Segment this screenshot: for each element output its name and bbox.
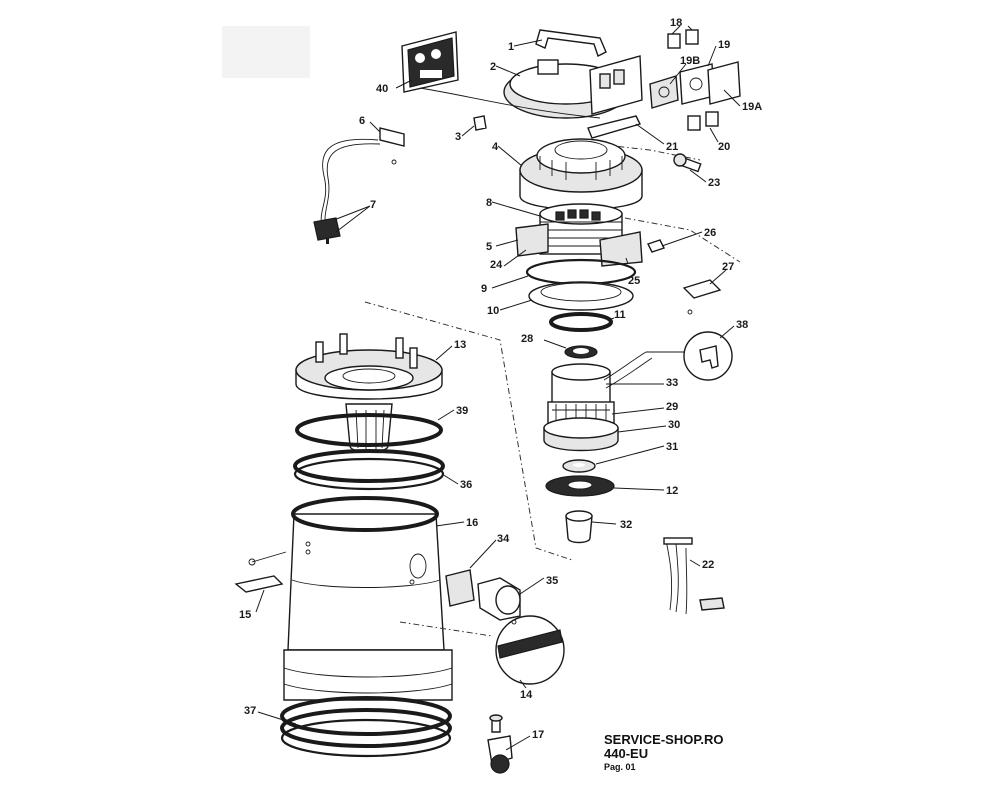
label-17: 17 bbox=[532, 729, 544, 741]
label-1: 1 bbox=[508, 41, 514, 53]
part-33-wires bbox=[603, 351, 653, 389]
label-21: 21 bbox=[666, 141, 678, 153]
footer-model: 440-EU bbox=[604, 746, 649, 761]
footer-page: Pag. 01 bbox=[604, 762, 636, 772]
label-27: 27 bbox=[722, 261, 734, 273]
label-10: 10 bbox=[487, 305, 499, 317]
part-21-bracket bbox=[587, 115, 642, 139]
label-35: 35 bbox=[546, 575, 558, 587]
label-26: 26 bbox=[704, 227, 716, 239]
part-4-motor-cover bbox=[519, 138, 643, 211]
label-31: 31 bbox=[666, 441, 678, 453]
label-25: 25 bbox=[628, 275, 640, 287]
part-19-switch-assembly bbox=[649, 61, 741, 109]
part-13-tank-head bbox=[295, 333, 443, 453]
label-29: 29 bbox=[666, 401, 678, 413]
part-36-tank-ring bbox=[293, 449, 445, 491]
label-18: 18 bbox=[670, 17, 682, 29]
leader-lines bbox=[255, 25, 741, 751]
label-8: 8 bbox=[486, 197, 492, 209]
label-24: 24 bbox=[490, 259, 503, 271]
part-37-base bbox=[280, 649, 453, 758]
label-5: 5 bbox=[486, 241, 492, 253]
part-6-cable-clamp bbox=[379, 127, 405, 165]
label-38: 38 bbox=[736, 319, 748, 331]
part-39-gasket bbox=[295, 413, 443, 447]
label-23: 23 bbox=[708, 177, 720, 189]
label-20: 20 bbox=[718, 141, 730, 153]
label-13: 13 bbox=[454, 339, 466, 351]
part-7-power-cord bbox=[313, 138, 381, 244]
label-6: 6 bbox=[359, 115, 365, 127]
assembly-dashed-outline bbox=[364, 301, 573, 561]
part-30-fan-housing bbox=[543, 417, 619, 452]
part-35-inlet bbox=[477, 577, 521, 625]
label-32: 32 bbox=[620, 519, 632, 531]
label-2: 2 bbox=[490, 61, 496, 73]
label-34: 34 bbox=[497, 533, 510, 545]
part-23-screw bbox=[673, 153, 702, 173]
part-16-tank bbox=[287, 496, 445, 651]
part-29-motor bbox=[547, 363, 615, 429]
label-19: 19 bbox=[718, 39, 730, 51]
callout-labels: 1 2 3 4 5 6 7 8 9 10 11 12 13 14 15 16 1… bbox=[239, 17, 762, 741]
label-22: 22 bbox=[702, 559, 714, 571]
label-19B: 19B bbox=[680, 55, 700, 67]
part-2-lid bbox=[419, 55, 643, 119]
part-31-washer bbox=[562, 459, 596, 473]
part-18-switch-caps bbox=[667, 29, 699, 49]
label-12: 12 bbox=[666, 485, 678, 497]
part-1-handle bbox=[535, 29, 607, 57]
part-32-sleeve bbox=[565, 510, 593, 544]
part-28-bearing-ring bbox=[564, 345, 598, 359]
part-26-clip bbox=[647, 239, 665, 253]
part-25-shell-right bbox=[599, 231, 643, 267]
label-14: 14 bbox=[520, 689, 533, 701]
label-37: 37 bbox=[244, 705, 256, 717]
label-3: 3 bbox=[455, 131, 461, 143]
footer-site: SERVICE-SHOP.RO bbox=[604, 732, 724, 747]
label-9: 9 bbox=[481, 283, 487, 295]
part-34-inlet-gasket bbox=[445, 569, 475, 607]
part-3-clip bbox=[473, 115, 487, 131]
part-27-connector-plate bbox=[682, 279, 722, 315]
part-10-motor-ring bbox=[528, 281, 634, 311]
part-17-caster bbox=[487, 714, 513, 774]
part-12-filter-ring bbox=[545, 475, 615, 497]
label-16: 16 bbox=[466, 517, 478, 529]
footer-block: SERVICE-SHOP.RO 440-EU Pag. 01 bbox=[604, 733, 723, 773]
label-11: 11 bbox=[614, 309, 626, 321]
label-7: 7 bbox=[370, 199, 376, 211]
part-24-shell-left bbox=[515, 223, 549, 257]
label-4: 4 bbox=[492, 141, 499, 153]
part-38-detail bbox=[646, 331, 733, 381]
label-39: 39 bbox=[456, 405, 468, 417]
part-14-strip bbox=[399, 615, 565, 685]
label-28: 28 bbox=[521, 333, 533, 345]
part-9-gasket bbox=[525, 258, 637, 286]
part-40-label-plate bbox=[401, 31, 459, 93]
blank-area bbox=[222, 26, 310, 78]
part-15-latch bbox=[234, 551, 287, 593]
label-36: 36 bbox=[460, 479, 472, 491]
label-30: 30 bbox=[668, 419, 680, 431]
label-33: 33 bbox=[666, 377, 678, 389]
label-15: 15 bbox=[239, 609, 251, 621]
part-22-wiring-harness bbox=[663, 537, 725, 615]
part-20-switch-caps bbox=[687, 111, 719, 131]
label-19A: 19A bbox=[742, 101, 762, 113]
label-40: 40 bbox=[376, 83, 388, 95]
part-11-seal bbox=[549, 312, 613, 332]
